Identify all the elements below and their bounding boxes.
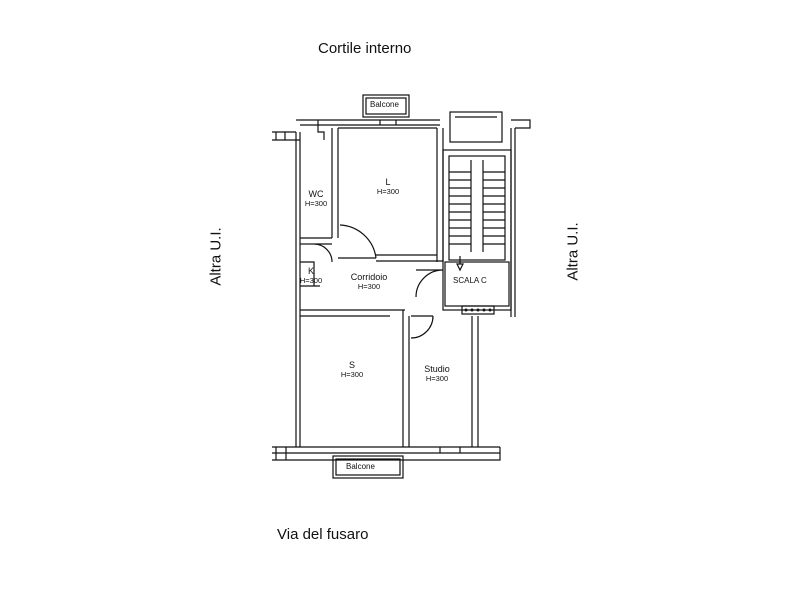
room-name: L: [385, 177, 391, 187]
stair-top-box: [449, 111, 503, 143]
door-arc: [410, 315, 434, 339]
balcony-bottom-label: Balcone: [346, 462, 375, 471]
label-bottom-street: Via del fusaro: [277, 526, 369, 543]
room-corridoio: Corridoio H=300: [351, 272, 388, 292]
label-top-courtyard: Cortile interno: [318, 40, 412, 57]
room-height: H=300: [357, 282, 381, 291]
room-l: L H=300: [377, 177, 399, 197]
door-arc: [415, 269, 444, 298]
room-name: Studio: [424, 364, 450, 374]
room-name: WC: [308, 189, 324, 199]
room-height: H=300: [376, 187, 400, 196]
room-wc: WC H=300: [305, 189, 327, 209]
room-height: H=300: [340, 370, 364, 379]
outer-wall: [272, 447, 501, 461]
room-name: Corridoio: [350, 272, 388, 282]
room-k: K H=300: [300, 266, 322, 286]
stair-treads: [449, 160, 505, 252]
room-height: H=300: [304, 199, 328, 208]
door-arc: [338, 224, 377, 259]
room-s: S H=300: [341, 360, 363, 380]
room-studio: Studio H=300: [424, 364, 450, 384]
room-name: S: [348, 360, 355, 370]
door-arc: [313, 243, 333, 263]
label-left-unit: Altra U.I.: [207, 227, 225, 286]
label-right-unit: Altra U.I.: [564, 222, 582, 281]
room-height: H=300: [299, 276, 323, 285]
outer-wall: [511, 119, 531, 129]
room-height: H=300: [425, 374, 449, 383]
room-name: K: [307, 266, 314, 276]
stair-label: SCALA C: [453, 276, 487, 285]
balcony-top: [362, 94, 410, 118]
balcony-top-label: Balcone: [370, 100, 399, 109]
stair-enclosure: [442, 149, 512, 311]
balcony-bottom: [332, 455, 404, 479]
